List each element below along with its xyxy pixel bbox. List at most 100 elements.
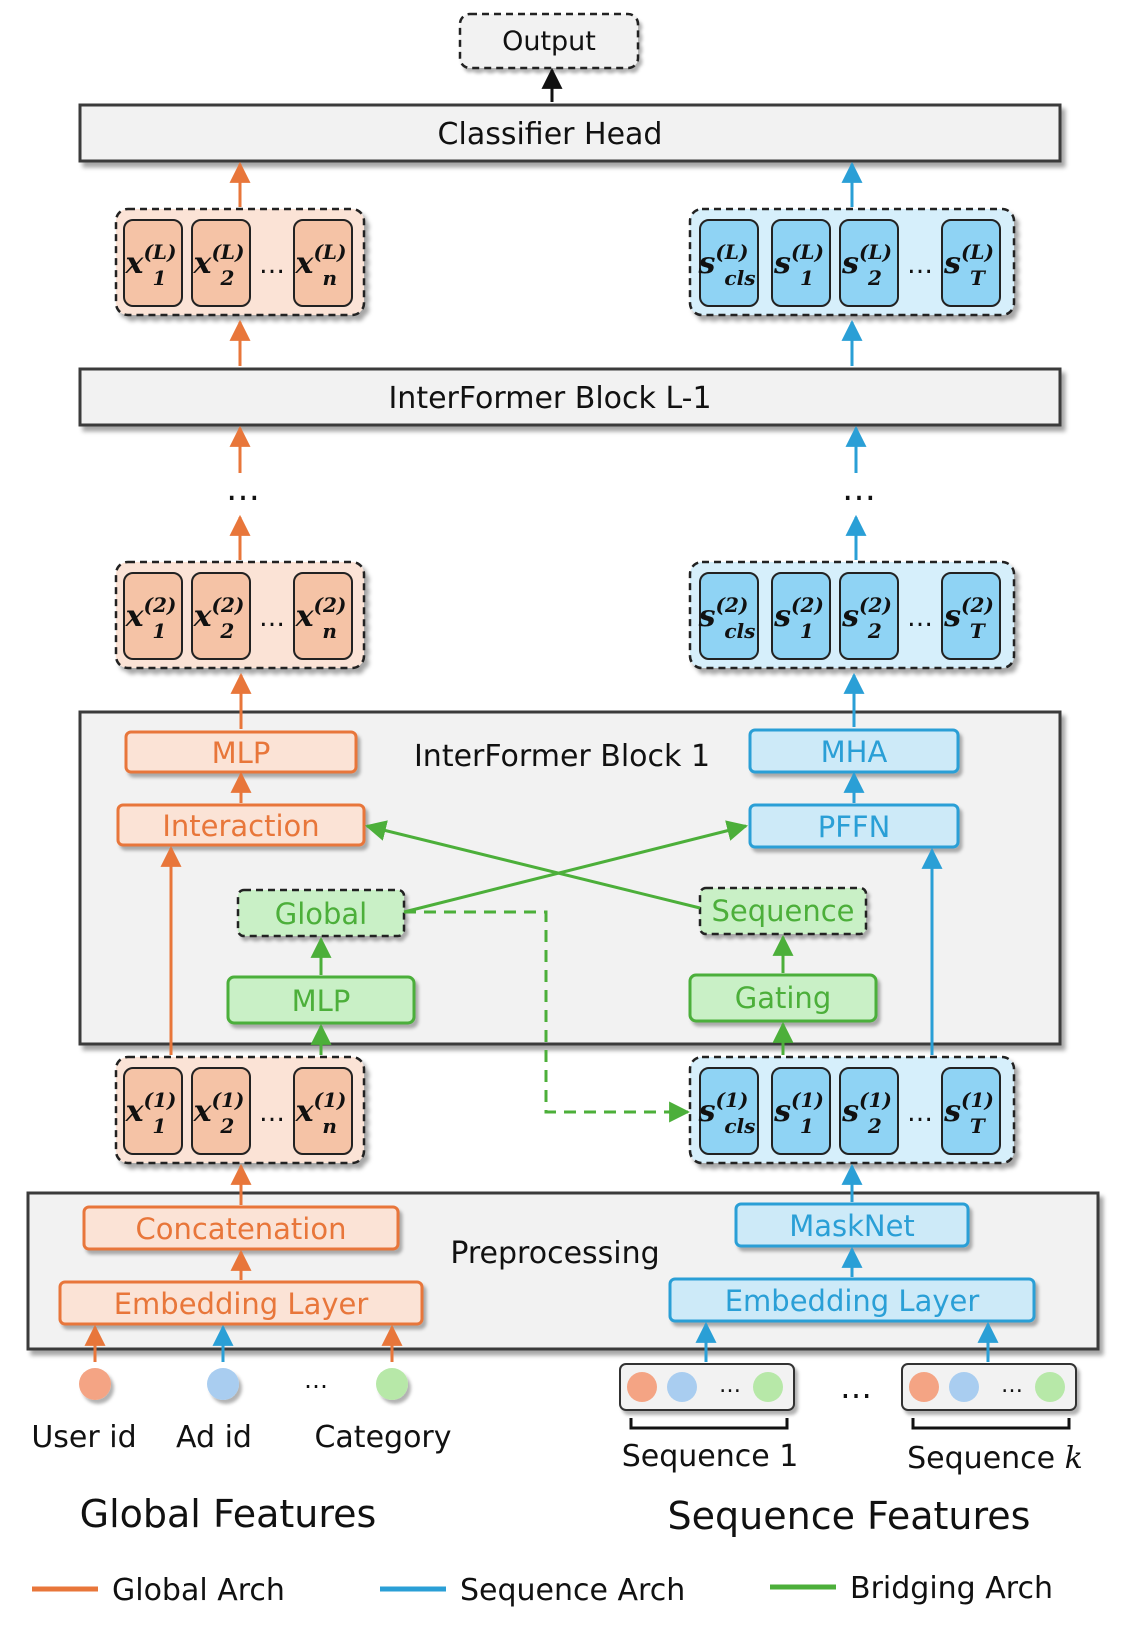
sequence-summary-label: Sequence bbox=[711, 894, 854, 928]
seq-token-cls-layer-L: s(L)cls bbox=[698, 219, 759, 307]
global-token-1-layer-1: x(1)1 bbox=[123, 1067, 183, 1155]
embedding-global-box: Embedding Layer bbox=[58, 1280, 424, 1326]
global-token-n-layer-1-label: x(1)n bbox=[295, 1088, 347, 1138]
global-token-1-layer-2: x(2)1 bbox=[123, 572, 183, 660]
output-node: Output bbox=[458, 12, 640, 70]
sequence-summary-to-interaction-arrow bbox=[364, 820, 701, 910]
global-features-title: Global Features bbox=[80, 1492, 377, 1536]
mha-label: MHA bbox=[821, 735, 888, 769]
sequence-1-dot-1 bbox=[627, 1372, 657, 1402]
legend-sequence-label: Sequence Arch bbox=[460, 1573, 685, 1608]
seq-token-cls-layer-1-label: s(1)cls bbox=[698, 1088, 756, 1138]
global-token-n-layer-2-label: x(2)n bbox=[295, 593, 347, 643]
sequence-1-box bbox=[619, 1363, 795, 1411]
interformer-block-1-label: InterFormer Block 1 bbox=[414, 739, 710, 774]
embedding-seq-label: Embedding Layer bbox=[725, 1284, 980, 1318]
legend: Global Arch Sequence Arch Bridging Arch bbox=[32, 1571, 1053, 1608]
mlp-bridge-box: MLP bbox=[226, 975, 416, 1025]
mha-box: MHA bbox=[748, 728, 960, 774]
sequence-k-dot-1 bbox=[909, 1372, 939, 1402]
interformer-block-l-minus-1: InterFormer Block L-1 bbox=[78, 367, 1062, 427]
global-layers-ellipsis: … bbox=[226, 469, 260, 509]
interaction-label: Interaction bbox=[162, 809, 319, 843]
embedding-seq-box: Embedding Layer bbox=[668, 1277, 1036, 1323]
legend-global-label: Global Arch bbox=[112, 1573, 285, 1608]
connections bbox=[84, 67, 999, 1362]
mlp-global-label: MLP bbox=[212, 736, 271, 770]
sequence-k-dot-2 bbox=[949, 1372, 979, 1402]
interformer-block-l-minus-1-label: InterFormer Block L-1 bbox=[388, 381, 711, 416]
seq-token-cls-layer-2-label: s(2)cls bbox=[698, 593, 756, 643]
sequence-k-ellipsis: … bbox=[1001, 1373, 1023, 1398]
seq-token-2-layer-L: s(L)2 bbox=[839, 219, 899, 307]
global-summary-to-seq-cls-dashed-arrow bbox=[404, 910, 691, 1123]
seq-token-T-layer-L-label: s(L)T bbox=[943, 240, 994, 290]
global-summary-to-pffn-arrow bbox=[403, 820, 749, 914]
global-token-2-layer-L-label: x(L)2 bbox=[193, 240, 245, 290]
seq-token-2-layer-2: s(2)2 bbox=[839, 572, 899, 660]
classifier-head-label: Classifier Head bbox=[438, 117, 663, 152]
mlp-bridge-label: MLP bbox=[292, 984, 351, 1018]
global-token-2-layer-1-label: x(1)2 bbox=[193, 1088, 245, 1138]
sequence-k-dot-3 bbox=[1035, 1372, 1065, 1402]
pffn-label: PFFN bbox=[818, 810, 891, 844]
user-id-label: User id bbox=[31, 1420, 136, 1455]
seq-token-cls-layer-L-label: s(L)cls bbox=[698, 240, 756, 290]
preprocessing-label: Preprocessing bbox=[450, 1236, 659, 1271]
legend-bridging-label: Bridging Arch bbox=[850, 1571, 1053, 1606]
sequence-1-ellipsis: … bbox=[719, 1373, 741, 1398]
seq-tokens-layer-2: s(2)cls s(2)1 s(2)2 s(2)T … bbox=[688, 560, 1016, 670]
sequence-k-box bbox=[901, 1363, 1077, 1411]
global-tokens-layer-L: x(L)1 x(L)2 x(L)n … bbox=[114, 207, 366, 317]
gating-label: Gating bbox=[735, 981, 831, 1015]
seq-token-cls-layer-1: s(1)cls bbox=[698, 1067, 759, 1155]
sequence-inputs: … Sequence 1 … … Sequence k bbox=[619, 1363, 1083, 1476]
pffn-box: PFFN bbox=[748, 803, 960, 849]
seq-token-1-layer-1-label: s(1)1 bbox=[773, 1088, 824, 1138]
gating-box: Gating bbox=[688, 973, 878, 1023]
global-token-2-layer-L: x(L)2 bbox=[191, 219, 251, 307]
embedding-global-label: Embedding Layer bbox=[114, 1287, 369, 1321]
seq-token-T-layer-2: s(2)T bbox=[941, 572, 1001, 660]
seq-token-1-layer-2: s(2)1 bbox=[771, 572, 831, 660]
seq-token-1-layer-L-label: s(L)1 bbox=[773, 240, 824, 290]
sequence-features-title: Sequence Features bbox=[668, 1494, 1031, 1538]
sequence-1-dot-2 bbox=[667, 1372, 697, 1402]
sequences-ellipsis: … bbox=[840, 1368, 872, 1406]
seq-token-1-layer-L: s(L)1 bbox=[771, 219, 831, 307]
global-tokens-ellipsis-layer-L: … bbox=[259, 250, 285, 280]
seq-token-2-layer-1-label: s(1)2 bbox=[841, 1088, 892, 1138]
global-token-1-layer-L: x(L)1 bbox=[123, 219, 183, 307]
global-summary-label: Global bbox=[275, 897, 368, 931]
category-label: Category bbox=[314, 1420, 451, 1455]
sequence-k-brace bbox=[911, 1418, 1071, 1430]
user-id-dot bbox=[79, 1368, 111, 1400]
global-inputs: … User id Ad id Category bbox=[31, 1366, 451, 1455]
global-token-1-layer-2-label: x(2)1 bbox=[125, 593, 177, 643]
global-tokens-ellipsis-layer-2: … bbox=[259, 603, 285, 633]
interaction-box: Interaction bbox=[116, 803, 366, 847]
sequence-1-brace bbox=[629, 1418, 789, 1430]
seq-token-1-layer-1: s(1)1 bbox=[771, 1067, 831, 1155]
global-token-1-layer-L-label: x(L)1 bbox=[125, 240, 177, 290]
seq-tokens-ellipsis-layer-L: … bbox=[907, 250, 933, 280]
masknet-label: MaskNet bbox=[789, 1209, 915, 1243]
seq-token-T-layer-1: s(1)T bbox=[941, 1067, 1001, 1155]
category-dot bbox=[376, 1368, 408, 1400]
seq-token-2-layer-2-label: s(2)2 bbox=[841, 593, 892, 643]
global-token-n-layer-L: x(L)n bbox=[293, 219, 353, 307]
global-token-2-layer-2: x(2)2 bbox=[191, 572, 251, 660]
seq-token-T-layer-L: s(L)T bbox=[941, 219, 1001, 307]
mlp-global-box: MLP bbox=[124, 730, 358, 774]
global-token-n-layer-L-label: x(L)n bbox=[295, 240, 347, 290]
global-tokens-layer-2: x(2)1 x(2)2 x(2)n … bbox=[114, 560, 366, 670]
global-summary-box: Global bbox=[236, 888, 406, 938]
concatenation-label: Concatenation bbox=[135, 1212, 346, 1246]
global-token-2-layer-1: x(1)2 bbox=[191, 1067, 251, 1155]
global-inputs-ellipsis: … bbox=[304, 1366, 328, 1394]
seq-tokens-ellipsis-layer-2: … bbox=[907, 603, 933, 633]
seq-token-1-layer-2-label: s(2)1 bbox=[773, 593, 824, 643]
